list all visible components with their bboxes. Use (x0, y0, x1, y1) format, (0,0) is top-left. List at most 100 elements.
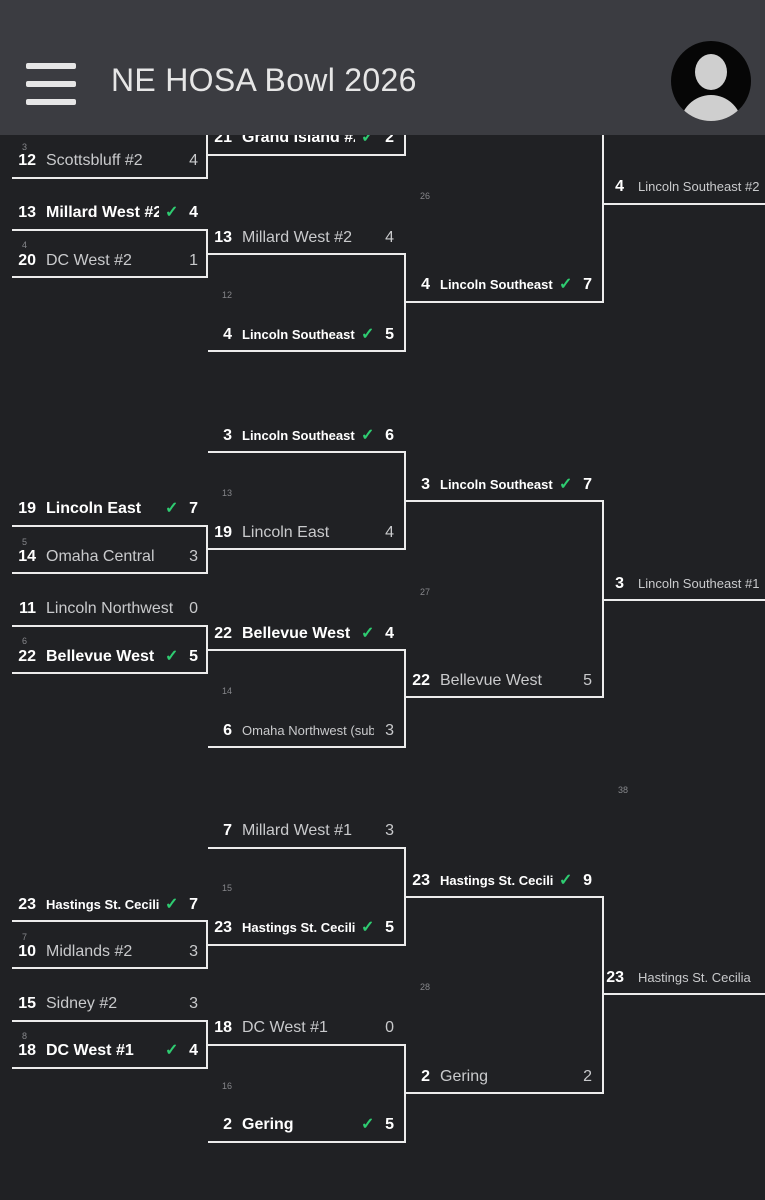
winner-check-icon: ✓ (165, 500, 179, 517)
winner-check-icon: ✓ (361, 1116, 375, 1133)
team-slot[interactable]: 15 Sidney #2 3 (12, 992, 208, 1016)
team-slot[interactable]: 14 Omaha Central 3 (12, 545, 208, 569)
team-slot[interactable]: 19 Lincoln East ✓ 7 (12, 497, 208, 521)
team-name: Lincoln Southeast #1 (242, 428, 355, 443)
seed-number: 2 (421, 1068, 430, 1085)
seed-number: 19 (18, 500, 36, 517)
team-score: 3 (189, 943, 198, 960)
seed-number: 4 (421, 276, 430, 293)
seed-number: 12 (18, 152, 36, 169)
winner-check-icon: ✓ (165, 896, 179, 913)
team-score: 0 (189, 600, 198, 617)
match-number: 38 (618, 785, 629, 795)
team-score: 0 (385, 1019, 394, 1036)
seed-number: 15 (18, 995, 36, 1012)
seed-number: 18 (214, 1019, 232, 1036)
team-name: Hastings St. Cecilia (46, 897, 159, 912)
team-score: 7 (583, 476, 592, 493)
team-slot[interactable]: 23 Hastings St. Cecilia (604, 966, 765, 990)
team-name: Lincoln Southeast #2 (638, 179, 760, 194)
winner-check-icon: ✓ (559, 872, 573, 889)
seed-number: 6 (223, 722, 232, 739)
team-slot[interactable]: 4 Lincoln Southeast #2 (604, 175, 765, 199)
team-slot[interactable]: 4 Lincoln Southeast #2 ✓ 7 (406, 273, 602, 297)
team-slot[interactable]: 23 Hastings St. Cecilia ✓ 9 (406, 869, 602, 893)
team-slot[interactable]: 10 Midlands #2 3 (12, 940, 208, 964)
seed-number: 22 (214, 625, 232, 642)
team-slot[interactable]: 13 Millard West #2 ✓ 4 (12, 201, 208, 225)
team-score: 7 (583, 276, 592, 293)
team-name: Lincoln Southeast #2 (242, 327, 355, 342)
team-name: Omaha Northwest (sub) (242, 723, 374, 738)
app-header: NE HOSA Bowl 2026 (0, 0, 765, 135)
team-score: 5 (583, 672, 592, 689)
seed-number: 18 (18, 1042, 36, 1059)
team-score: 4 (385, 229, 394, 246)
team-slot[interactable]: 2 Gering ✓ 5 (208, 1113, 404, 1137)
seed-number: 11 (19, 600, 36, 617)
team-slot[interactable]: 23 Hastings St. Cecilia ✓ 7 (12, 893, 208, 917)
team-name: Gering (440, 1068, 489, 1085)
winner-check-icon: ✓ (559, 476, 573, 493)
team-slot[interactable]: 22 Bellevue West 5 (406, 669, 602, 693)
winner-check-icon: ✓ (165, 648, 179, 665)
team-slot[interactable]: 3 Lincoln Southeast #1 (604, 572, 765, 596)
team-slot[interactable]: 12 Scottsbluff #2 4 (12, 149, 208, 173)
seed-number: 4 (223, 326, 232, 343)
seed-number: 3 (615, 575, 624, 592)
user-avatar-icon[interactable] (671, 41, 751, 121)
team-name: Hastings St. Cecilia (242, 920, 355, 935)
team-name: Hastings St. Cecilia (638, 970, 751, 985)
seed-number: 23 (412, 872, 430, 889)
team-slot[interactable]: 13 Millard West #2 4 (208, 226, 404, 250)
team-slot[interactable]: 11 Lincoln Northwest 0 (12, 597, 208, 621)
team-name: DC West #1 (242, 1019, 328, 1036)
team-slot[interactable]: 3 Lincoln Southeast #1 ✓ 7 (406, 473, 602, 497)
team-slot[interactable]: 23 Hastings St. Cecilia ✓ 5 (208, 916, 404, 940)
team-slot[interactable]: 22 Bellevue West ✓ 4 (208, 622, 404, 646)
team-name: DC West #2 (46, 252, 132, 269)
match-number: 15 (222, 883, 233, 893)
team-slot[interactable]: 22 Bellevue West ✓ 5 (12, 645, 208, 669)
match-number: 26 (420, 191, 431, 201)
seed-number: 7 (223, 822, 232, 839)
team-slot[interactable]: 2 Gering 2 (406, 1065, 602, 1089)
winner-check-icon: ✓ (361, 919, 375, 936)
team-name: Sidney #2 (46, 995, 118, 1012)
match-number: 27 (420, 587, 431, 597)
hamburger-menu-icon[interactable] (26, 63, 76, 105)
seed-number: 13 (214, 229, 232, 246)
team-slot[interactable]: 7 Millard West #1 3 (208, 819, 404, 843)
team-score: 3 (385, 722, 394, 739)
team-slot[interactable]: 3 Lincoln Southeast #1 ✓ 6 (208, 424, 404, 448)
team-name: Midlands #2 (46, 943, 133, 960)
seed-number: 20 (18, 252, 36, 269)
team-slot[interactable]: 18 DC West #1 ✓ 4 (12, 1039, 208, 1063)
team-slot[interactable]: 4 Lincoln Southeast #2 ✓ 5 (208, 323, 404, 347)
seed-number: 22 (18, 648, 36, 665)
team-name: Bellevue West (440, 672, 542, 689)
team-score: 4 (189, 204, 198, 221)
team-score: 1 (189, 252, 198, 269)
match-number: 8 (22, 1031, 28, 1041)
team-name: Lincoln Northwest (46, 600, 174, 617)
team-slot[interactable]: 20 DC West #2 1 (12, 249, 208, 273)
winner-check-icon: ✓ (165, 1042, 179, 1059)
seed-number: 23 (606, 969, 624, 986)
team-slot[interactable]: 6 Omaha Northwest (sub) 3 (208, 719, 404, 743)
team-name: Omaha Central (46, 548, 155, 565)
team-score: 2 (583, 1068, 592, 1085)
seed-number: 10 (18, 943, 36, 960)
team-slot[interactable]: 19 Lincoln East 4 (208, 521, 404, 545)
winner-check-icon: ✓ (559, 276, 573, 293)
team-name: Lincoln East (242, 524, 330, 541)
team-score: 6 (385, 427, 394, 444)
team-slot[interactable]: 18 DC West #1 0 (208, 1016, 404, 1040)
team-name: DC West #1 (46, 1042, 134, 1059)
team-name: Lincoln Southeast #1 (638, 576, 760, 591)
team-score: 7 (189, 896, 198, 913)
team-score: 4 (385, 625, 394, 642)
seed-number: 13 (18, 204, 36, 221)
team-score: 4 (189, 1042, 198, 1059)
team-score: 4 (189, 152, 198, 169)
